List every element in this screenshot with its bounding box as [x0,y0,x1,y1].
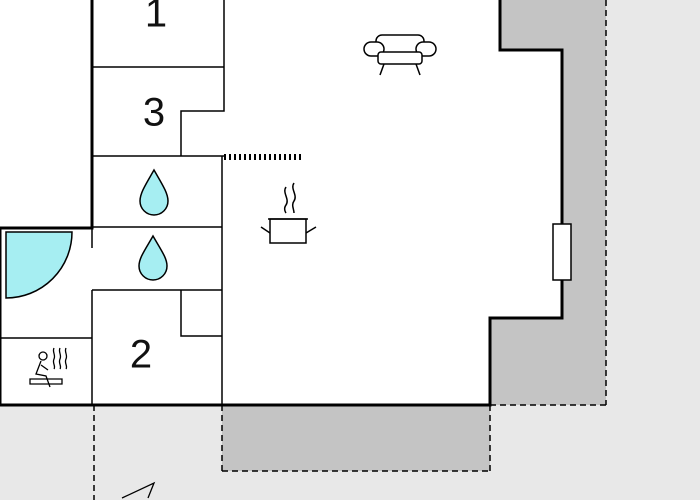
room-2-number: 2 [130,333,152,377]
water-drop-icon [139,168,169,216]
window-icon [552,223,572,281]
interior-walls [0,0,225,405]
terrace-right [490,0,606,405]
terrace-boundary [93,0,607,500]
exterior-wall-main [0,0,564,407]
terrace-bottom [222,405,490,471]
outside-top-left-blank [0,0,92,228]
north-arrow-icon [121,481,156,499]
room-1-number: 1 [145,0,167,36]
house-floor [0,0,562,405]
door-swing-icon [5,231,73,299]
room-3-number: 3 [143,91,165,135]
water-drop-icon [138,234,168,281]
sauna-icon [29,347,68,388]
cooking-pot-icon [260,182,317,244]
sofa-icon [363,34,437,76]
